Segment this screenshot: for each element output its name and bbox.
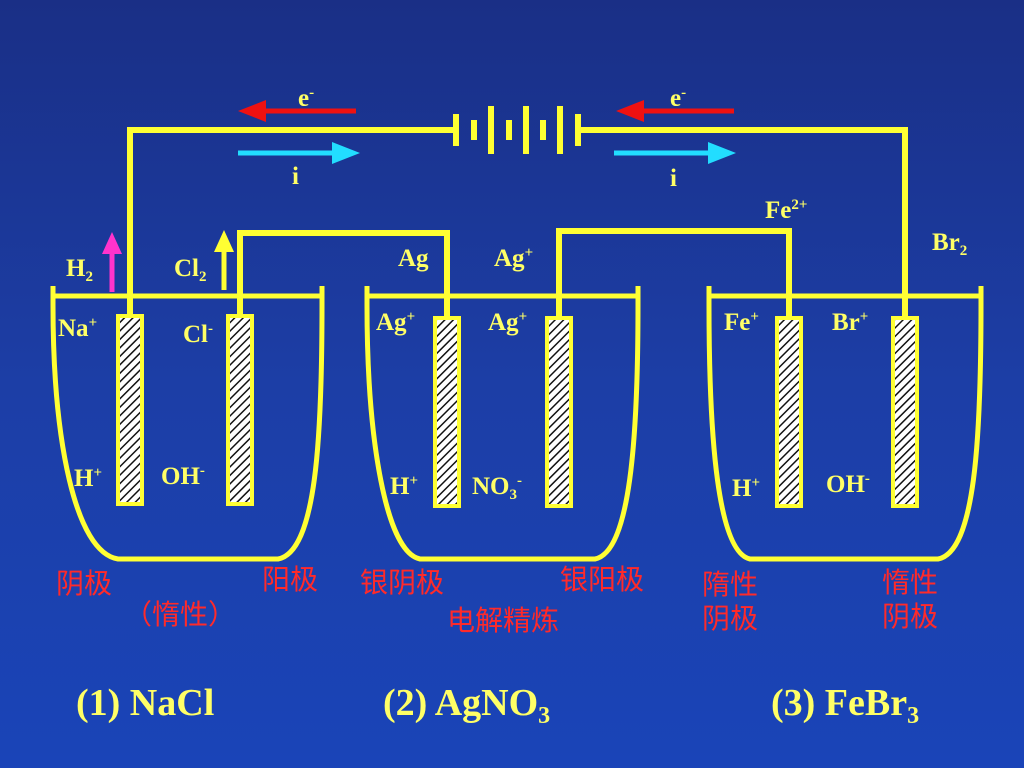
cell2-h-ion-label: H+	[390, 473, 419, 500]
cell1-cl2-label: Cl2	[174, 255, 207, 285]
cell3-fe2-label: Fe2+	[765, 197, 808, 224]
wire-cell2-to-cell3	[556, 228, 792, 318]
beaker-cell2	[364, 286, 641, 562]
cell1-h2-label: H2	[66, 255, 93, 285]
cell3-anode-electrode	[891, 316, 919, 508]
cell1-inert-note: （惰性）	[124, 598, 237, 631]
electron-flow-arrow-left	[238, 100, 356, 122]
cell2-ag-ion-left-label: Ag+	[376, 309, 416, 336]
electron-label-left: e-	[298, 85, 315, 112]
cell3-br2-label: Br2	[932, 229, 968, 259]
cell3-fe-ion-label: Fe+	[724, 309, 759, 336]
cell1-anode-electrode	[226, 314, 254, 506]
wire-cell1-to-cell2	[237, 230, 450, 318]
current-label-right: i	[670, 166, 677, 191]
cell1-na-ion-label: Na+	[58, 315, 98, 342]
electron-symbol: e	[670, 85, 682, 112]
electron-symbol: e	[298, 85, 310, 112]
current-label-left: i	[292, 164, 299, 189]
electron-charge: -	[309, 85, 315, 101]
cell1-h-ion-label: H+	[74, 465, 103, 492]
current-flow-arrow-left	[238, 142, 360, 164]
current-symbol: i	[670, 165, 677, 192]
cell2-cathode-electrode	[433, 316, 461, 508]
current-flow-arrow-right	[614, 142, 736, 164]
cell3-h-ion-label: H+	[732, 475, 761, 502]
electron-flow-arrow-right	[616, 100, 734, 122]
beaker-cell3	[706, 286, 984, 562]
cell3-caption: (3) FeBr3	[771, 682, 920, 729]
cell1-anode-label: 阳极	[262, 563, 319, 596]
cell2-cathode-label: 银阴极	[360, 566, 445, 599]
cell1-cathode-electrode	[116, 314, 144, 506]
cell3-oh-ion-label: OH-	[826, 471, 870, 498]
cell3-br-ion-label: Br+	[832, 309, 869, 336]
cell2-ag-ion-right-label: Ag+	[488, 309, 528, 336]
cell2-caption: (2) AgNO3	[383, 682, 551, 729]
cell1-caption: (1) NaCl	[76, 682, 215, 724]
cell3-anode-label: 惰性阴极	[882, 566, 939, 633]
cell3-cathode-electrode	[775, 316, 803, 508]
external-circuit-wire	[127, 127, 908, 318]
cell2-process-label: 电解精炼	[447, 604, 560, 637]
cell1-oh-ion-label: OH-	[161, 463, 205, 490]
electron-label-right: e-	[670, 85, 687, 112]
beaker-cell1	[50, 286, 325, 562]
cell2-anode-label: 银阳极	[560, 563, 645, 596]
cell1-cathode-label: 阴极	[56, 567, 113, 600]
cell2-anode-electrode	[545, 316, 573, 508]
current-symbol: i	[292, 163, 299, 190]
cell2-no3-ion-label: NO3-	[472, 473, 522, 503]
battery-icon	[453, 106, 581, 154]
cl2-gas-arrow	[214, 230, 234, 290]
cell2-ag-metal-label: Ag	[398, 245, 429, 272]
h2-gas-arrow	[102, 232, 122, 292]
electron-charge: -	[681, 85, 687, 101]
cell3-cathode-label: 隋性阴极	[702, 568, 759, 635]
cell1-cl-ion-label: Cl-	[183, 321, 213, 348]
cell2-ag-ion-top-label: Ag+	[494, 245, 534, 272]
